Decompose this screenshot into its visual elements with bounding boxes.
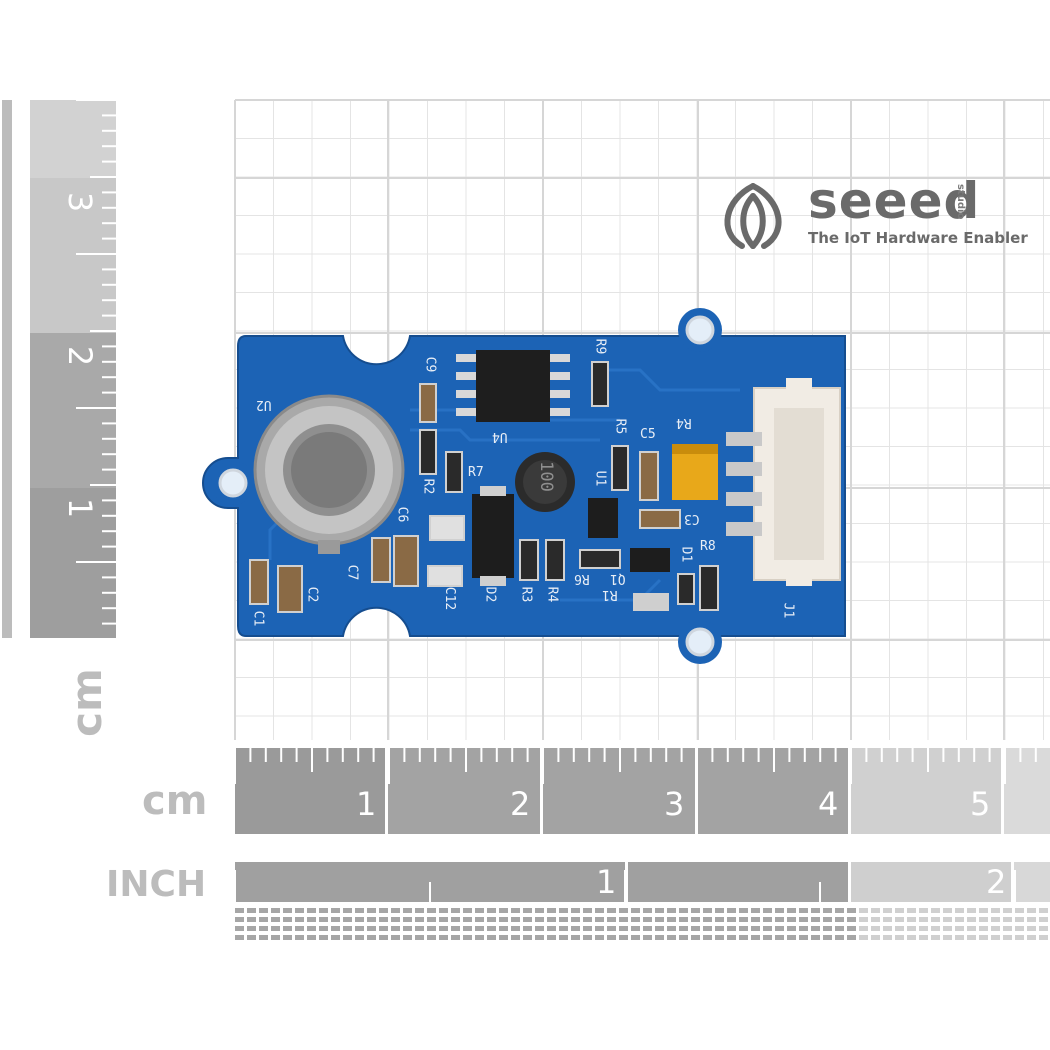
seeed-emblem-icon — [724, 183, 782, 249]
vertical-ruler-tick-2: 2 — [61, 345, 100, 367]
silk-r4-top: R4 — [676, 415, 692, 430]
cm-ruler-tick-5: 5 — [970, 785, 991, 823]
grove-gas-sensor-board — [202, 308, 846, 664]
silk-r4: R4 — [544, 586, 560, 603]
silk-r9: R9 — [592, 338, 608, 355]
vertical-ruler-unit: cm — [61, 668, 111, 737]
inch-ruler — [234, 862, 1050, 940]
silk-c7: C7 — [344, 564, 360, 581]
inch-ruler-tick-2: 2 — [986, 863, 1007, 901]
inductor-marking: 100 — [535, 461, 556, 492]
cm-ruler-tick-4: 4 — [818, 785, 839, 823]
silk-r8: R8 — [700, 539, 716, 554]
vertical-ruler-tick-1: 1 — [61, 497, 100, 519]
silk-r5: R5 — [612, 418, 628, 435]
cm-ruler-tick-3: 3 — [664, 785, 685, 823]
silk-j1: J1 — [780, 602, 796, 619]
brand-logo-superscript: studio — [955, 184, 966, 220]
silk-r2: R2 — [420, 478, 436, 495]
silk-r1: R1 — [602, 587, 618, 602]
silk-c2: C2 — [304, 586, 320, 603]
silk-u4: U4 — [492, 429, 508, 444]
silk-q1: Q1 — [610, 571, 626, 586]
silk-c9: C9 — [422, 356, 438, 373]
inch-ruler-tick-1: 1 — [596, 863, 617, 901]
silk-u1: U1 — [592, 470, 608, 487]
vertical-ruler-tick-3: 3 — [61, 191, 100, 213]
silk-c6: C6 — [394, 506, 410, 523]
silk-r3: R3 — [518, 586, 534, 603]
cm-ruler-tick-1: 1 — [356, 785, 377, 823]
silk-c5: C5 — [640, 427, 656, 442]
silk-u2: U2 — [256, 397, 272, 412]
vertical-ruler — [2, 99, 116, 640]
silk-c3: C3 — [684, 511, 700, 526]
silk-c1: C1 — [250, 610, 266, 627]
brand-logo-text: seeed — [808, 172, 981, 230]
silk-c12: C12 — [442, 586, 458, 611]
inch-ruler-unit: INCH — [106, 864, 207, 905]
silk-d2: D2 — [482, 586, 498, 603]
silk-r6: R6 — [574, 571, 590, 586]
cm-ruler-tick-2: 2 — [510, 785, 531, 823]
silk-r7: R7 — [468, 465, 484, 480]
silk-d1: D1 — [678, 546, 694, 563]
cm-ruler-unit: cm — [142, 778, 208, 824]
brand-tagline: The IoT Hardware Enabler — [808, 229, 1028, 247]
cm-ruler — [234, 748, 1050, 834]
